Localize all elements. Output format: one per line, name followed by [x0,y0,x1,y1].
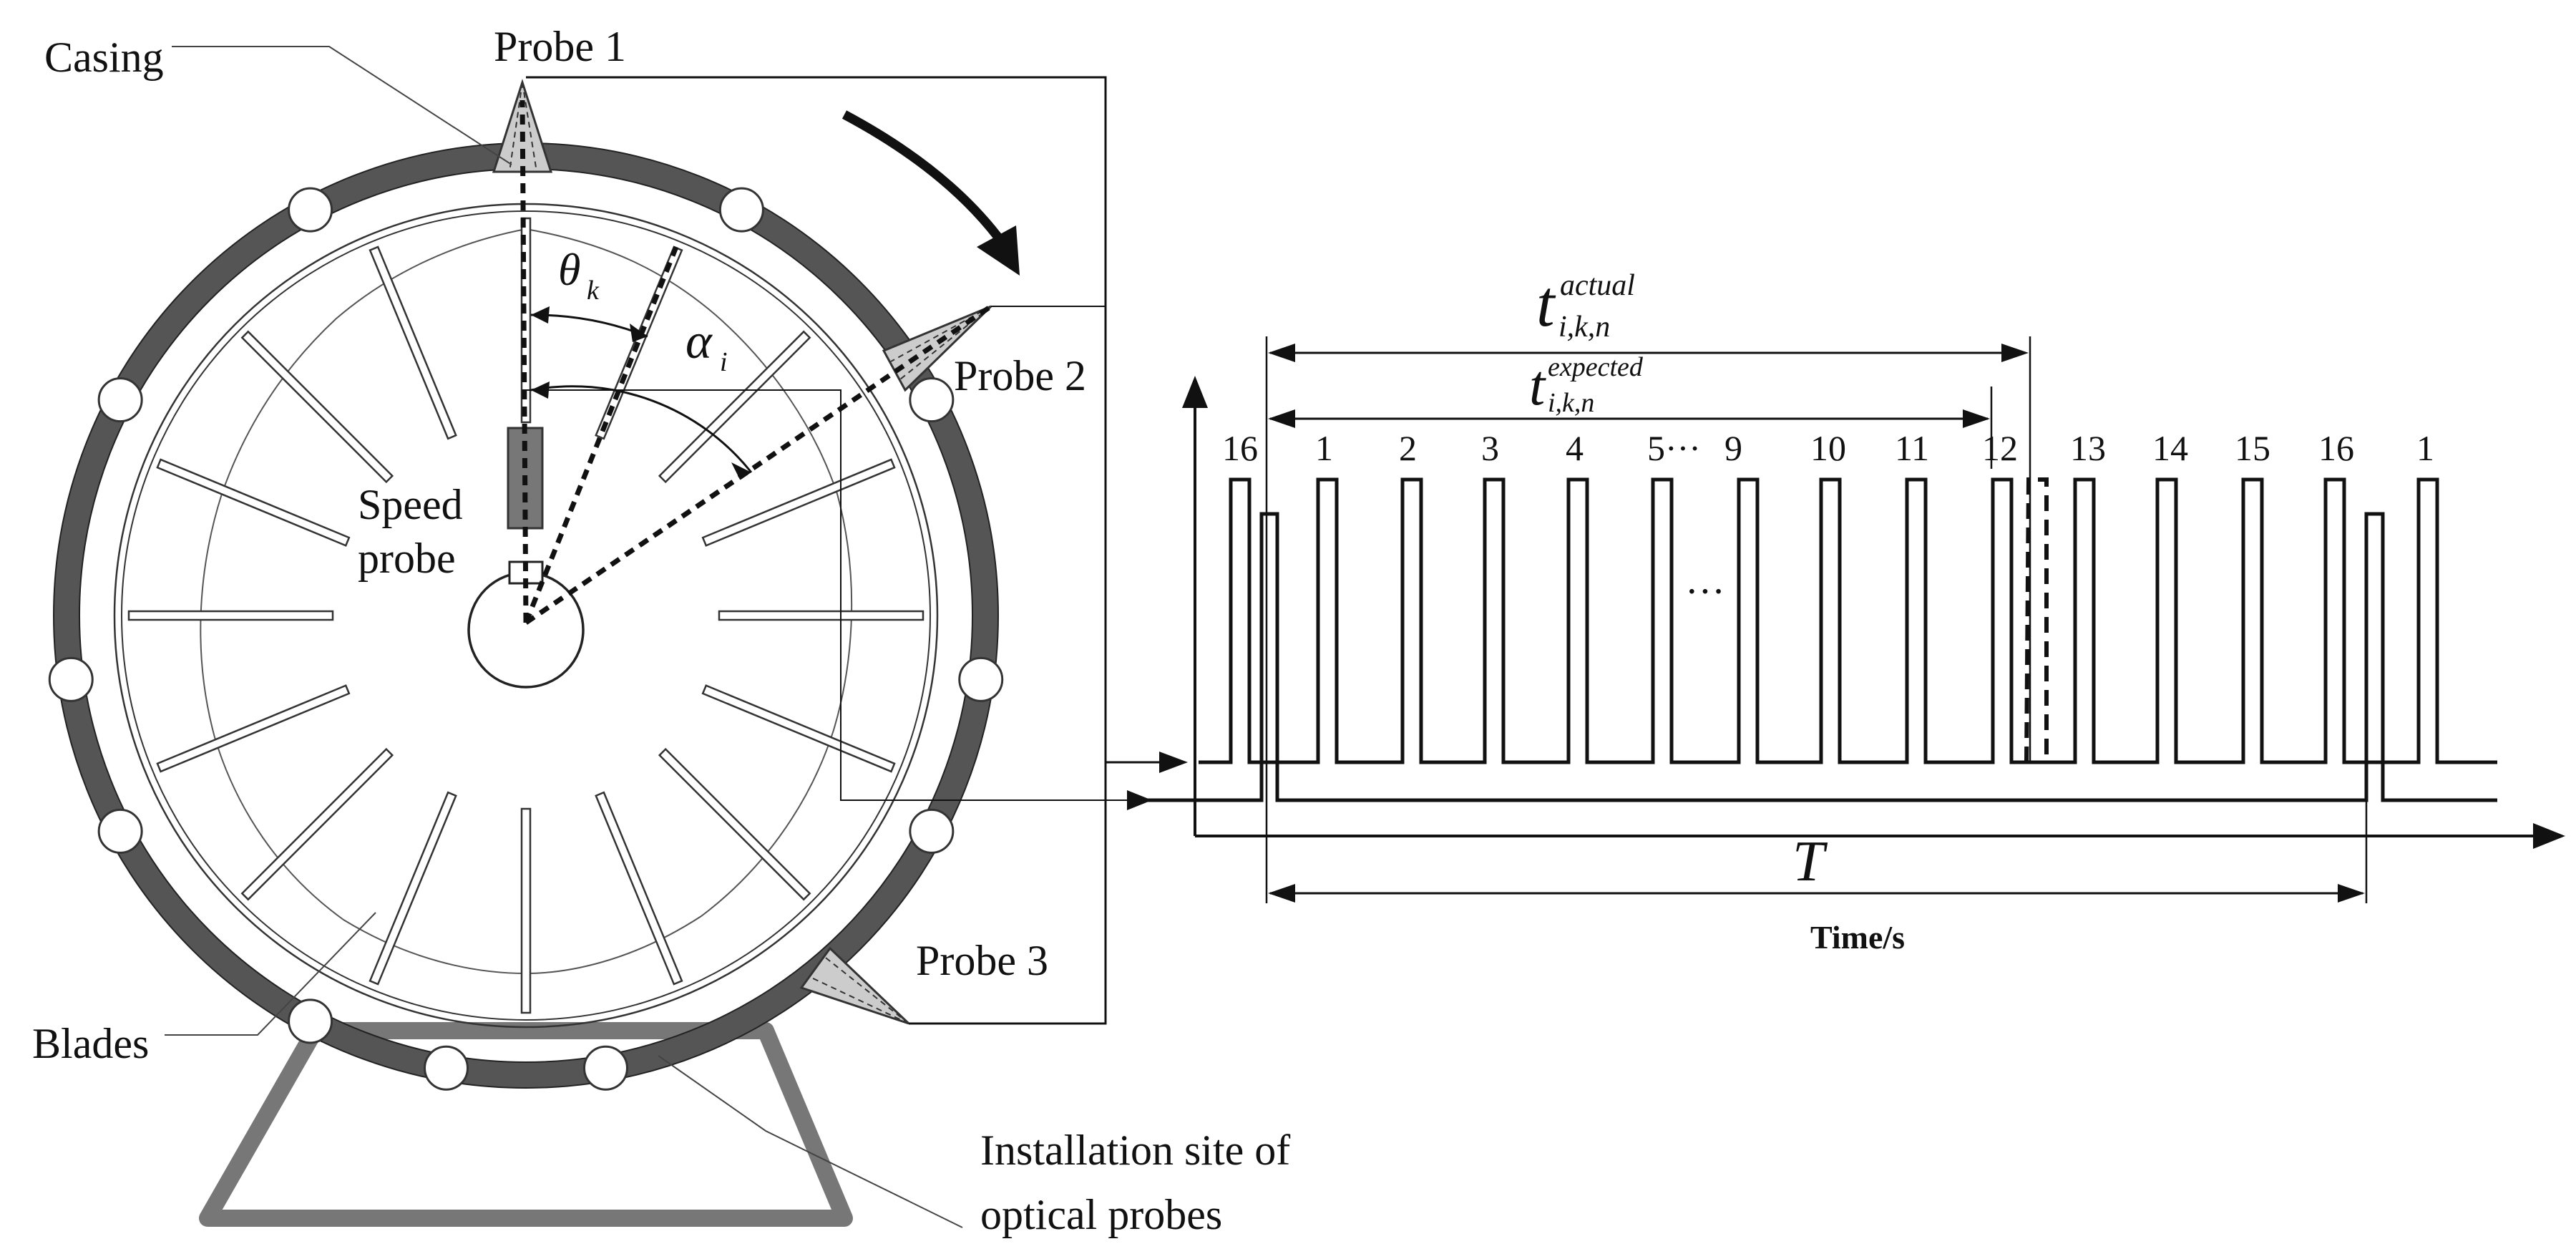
optical-probe-site-3 [97,377,143,423]
optical-probe-site-8 [909,808,955,854]
blade-16 [369,246,457,440]
probe-1-icon [492,79,553,173]
once-per-rev-signal [1145,512,2497,802]
pulse-label: 16 [2318,428,2354,468]
optical-probe-site-1 [288,187,333,233]
svg-text:i,k,n: i,k,n [1548,388,1594,418]
pulse-label: 2 [1399,428,1417,468]
pulse-label: 4 [1566,428,1584,468]
period-symbol: T [1792,830,1828,893]
pulse-label: 13 [2070,428,2106,468]
pulse-label: 9 [1724,428,1742,468]
pulse-label: 14 [2152,428,2188,468]
probe-1-label: Probe 1 [494,23,626,70]
pulse-label: 11 [1895,428,1929,468]
t-actual-symbol: t actual i,k,n [1536,267,1635,344]
time-axis-label: Time/s [1810,919,1905,956]
optical-probe-site-10 [424,1045,469,1091]
blade-8 [595,791,683,986]
installation-site-label-line2: optical probes [980,1191,1222,1238]
svg-text:θ: θ [558,244,580,295]
blade-11 [240,747,394,901]
blades-label: Blades [32,1020,149,1067]
blade-14 [156,458,351,547]
dimension-lines [1265,336,2368,903]
svg-text:i,k,n: i,k,n [1558,311,1610,344]
pulse-label: 5··· [1647,428,1701,468]
optical-probe-site-9 [288,998,333,1044]
casing-label: Casing [44,34,164,81]
optical-probe-sites [48,187,1004,1091]
installation-site-label-line1: Installation site of [980,1127,1290,1174]
svg-text:i: i [720,347,728,377]
optical-probe-site-7 [97,808,143,854]
rotor-disc [113,203,939,1029]
pulse-label: 15 [2235,428,2270,468]
svg-text:k: k [587,276,600,306]
pulse-label: 3 [1481,428,1499,468]
pulse-label: 16 [1222,428,1258,468]
probe-2-label: Probe 2 [954,352,1086,399]
rotation-direction-arrow [841,110,1020,276]
svg-text:t: t [1536,267,1556,340]
optical-probe-site-11 [582,1045,628,1091]
t-expected-symbol: t expected i,k,n [1529,352,1644,418]
angle-lines [519,99,992,625]
svg-text:expected: expected [1548,352,1644,382]
time-axis [1182,376,2565,849]
alpha-symbol: α i [686,314,728,377]
actual-arrival-pulse [2024,477,2049,763]
blade-9 [520,807,532,1014]
blade-4 [701,458,896,547]
blade-7 [658,747,811,901]
optical-probe-site-5 [48,656,94,702]
theta-symbol: θ k [558,244,600,306]
pulse-label: 10 [1810,428,1846,468]
optical-probe-site-6 [958,656,1004,702]
probe-3-label: Probe 3 [916,937,1048,984]
leader-lines [165,46,963,1228]
blade-3 [658,330,811,484]
blade-12 [156,684,351,773]
speed-probe-label-line2: probe [358,535,456,582]
blade-13 [127,610,334,621]
stand [199,1022,853,1227]
optical-probe-site-2 [718,187,764,233]
probe-3-icon [799,946,910,1025]
pulse-label: 1 [2416,428,2434,468]
pulse-label: 12 [1982,428,2018,468]
svg-text:actual: actual [1560,269,1635,302]
svg-text:t: t [1529,354,1546,417]
mid-ellipsis: ··· [1685,570,1725,614]
svg-text:α: α [686,314,713,369]
blade-6 [701,684,896,773]
blade-pulse-train [1199,477,2497,764]
blade-5 [718,610,924,621]
blade-15 [240,330,394,484]
blade-10 [369,791,457,986]
angle-arcs [530,306,753,480]
speed-probe-label-line1: Speed [358,481,463,528]
pulse-label: 1 [1315,428,1333,468]
signal-wires [526,76,1188,1025]
optical-probe-site-4 [909,377,955,423]
